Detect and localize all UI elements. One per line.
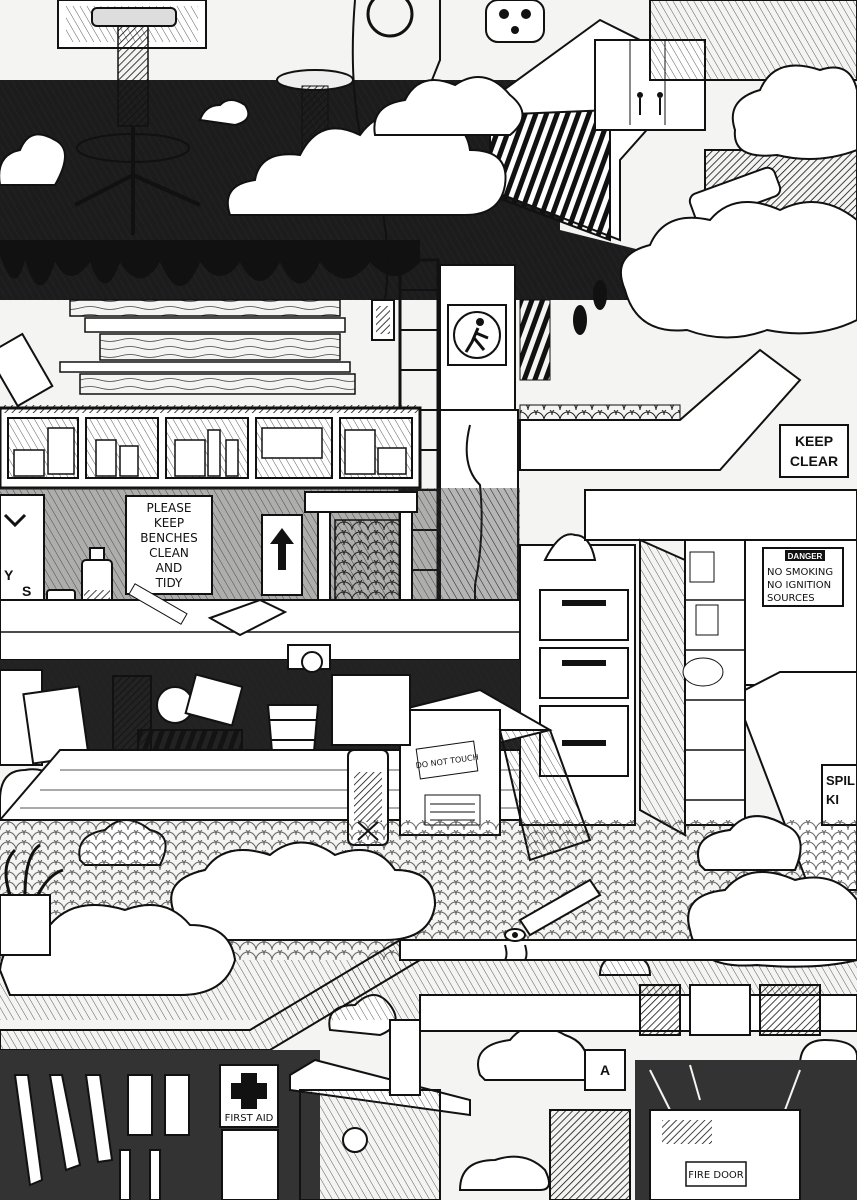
keep-clear-sign: KEEP CLEAR — [779, 424, 849, 478]
fire-door-label: FIRE DOOR — [688, 1170, 744, 1181]
danger-header: DANGER — [788, 552, 823, 561]
spill-kit-line-2: KI — [826, 792, 839, 807]
benches-sign: PLEASE KEEP BENCHES CLEAN AND TIDY — [125, 495, 213, 595]
valve-box-a: A — [549, 1049, 631, 1200]
benches-line-4: CLEAN — [149, 546, 189, 560]
pipe-outlet — [287, 644, 411, 746]
danger-line-3: SOURCES — [767, 593, 815, 604]
hanging-tools — [13, 1074, 190, 1200]
first-aid-box: FIRST AID — [219, 1064, 279, 1200]
benches-line-5: AND — [156, 561, 182, 575]
dashed-conveyor — [519, 299, 802, 471]
hanging-cable-lamp — [351, 0, 441, 341]
benches-line-3: BENCHES — [140, 531, 197, 545]
office-stool-left — [74, 7, 201, 235]
plant-pot — [0, 843, 64, 956]
eye-drip — [504, 928, 528, 961]
first-aid-label: FIRST AID — [225, 1113, 274, 1124]
partial-left-box: Y S — [0, 494, 45, 606]
partial-left-letter-1: Y — [4, 567, 14, 583]
benches-line-6: TIDY — [155, 576, 183, 590]
stacked-planks — [59, 299, 356, 395]
spill-kit-line-1: SPIL — [826, 773, 855, 788]
drawer-unit — [519, 533, 636, 826]
keep-clear-line-2: CLEAR — [790, 453, 838, 469]
pipes — [0, 878, 857, 1051]
valve-box-label: A — [600, 1062, 610, 1078]
keep-clear-line-1: KEEP — [795, 433, 833, 449]
danger-line-1: NO SMOKING — [767, 567, 833, 578]
danger-sign: DANGER NO SMOKING NO IGNITION SOURCES — [762, 547, 844, 607]
benches-line-2: KEEP — [154, 516, 184, 530]
upper-bench — [0, 583, 541, 661]
plug-top — [485, 0, 545, 43]
upper-shelf-cubbies — [0, 405, 422, 490]
drill-press — [289, 1019, 471, 1200]
benches-line-1: PLEASE — [147, 501, 192, 515]
partial-left-letter-2: S — [22, 583, 31, 599]
up-arrow-sign — [261, 514, 303, 596]
footprints — [573, 280, 607, 335]
fire-door: FIRE DOOR — [635, 1060, 857, 1200]
pedestrian-sign — [439, 264, 516, 411]
leaning-board — [0, 332, 54, 408]
danger-line-2: NO IGNITION — [767, 580, 831, 591]
